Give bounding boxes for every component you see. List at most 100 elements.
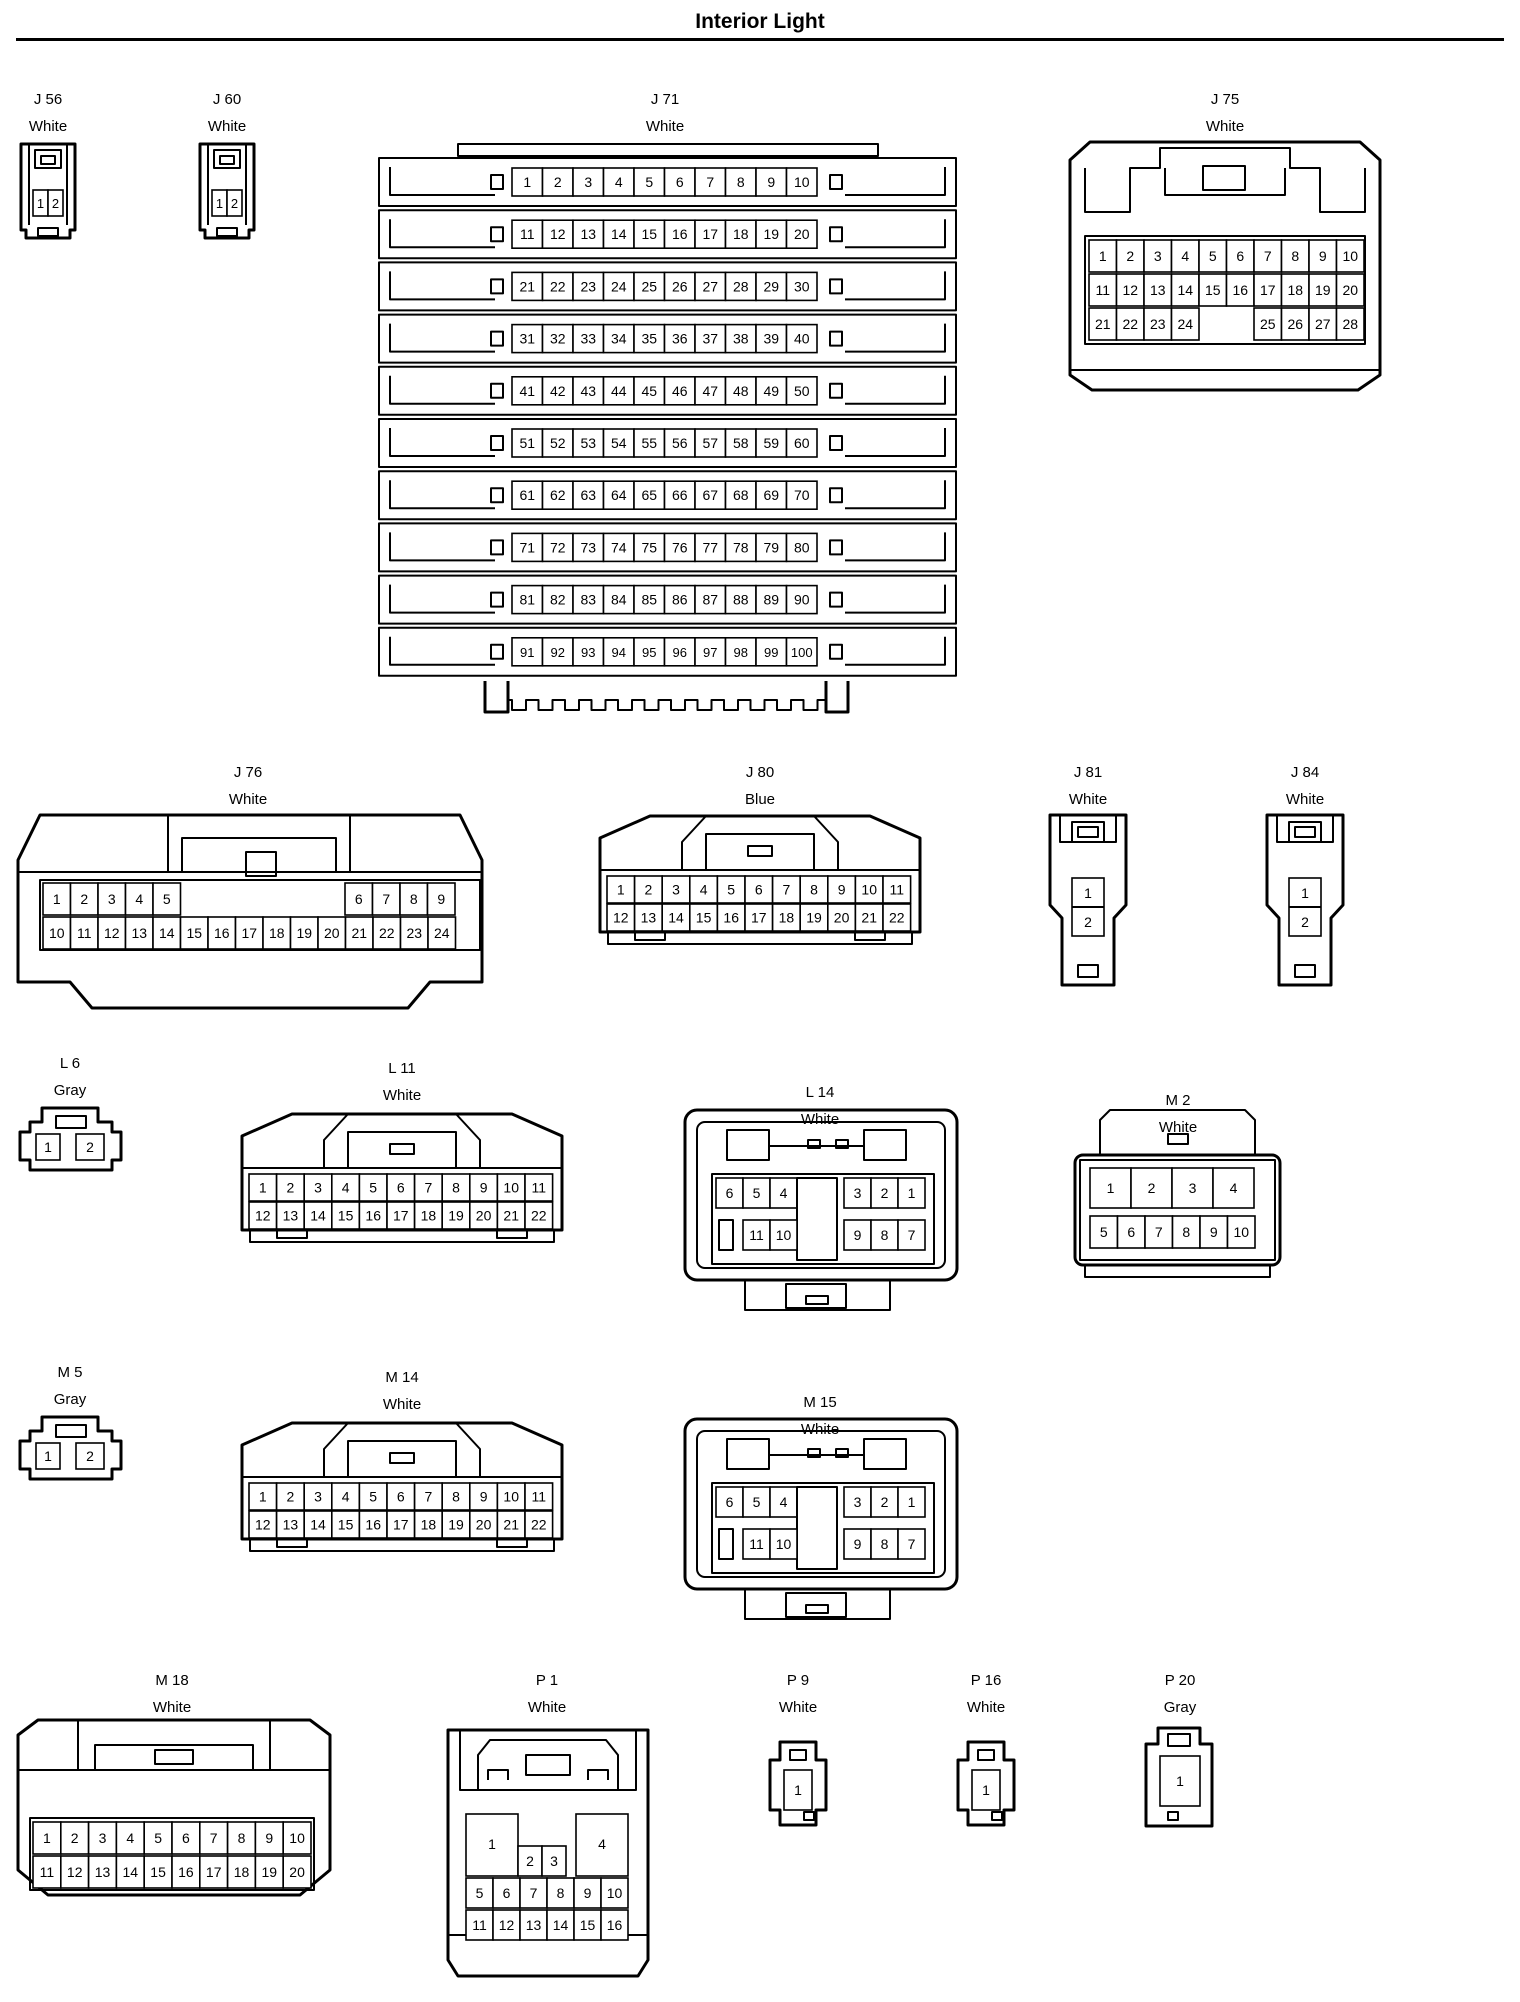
housing-part xyxy=(829,643,843,660)
pin-cell-76 xyxy=(663,532,696,563)
pin-number-22: 22 xyxy=(1122,316,1138,332)
pin-cell-72 xyxy=(541,532,574,563)
pin-number-43: 43 xyxy=(580,383,596,399)
housing-outline xyxy=(483,681,850,714)
pin-cell-9 xyxy=(426,882,456,916)
pin-number-18: 18 xyxy=(779,910,795,926)
pin-number-22: 22 xyxy=(531,1208,547,1224)
pin-number-16: 16 xyxy=(1232,282,1248,298)
housing-part xyxy=(829,278,843,295)
pin-number-38: 38 xyxy=(733,331,749,347)
pin-number-5: 5 xyxy=(753,1185,761,1201)
pin-cell-11 xyxy=(465,1909,494,1941)
pin-number-1: 1 xyxy=(908,1494,916,1510)
housing-outline xyxy=(240,1421,564,1541)
housing-part xyxy=(55,1424,87,1438)
pin-number-14: 14 xyxy=(611,226,627,242)
pin-number-15: 15 xyxy=(186,925,202,941)
housing-part xyxy=(276,1538,308,1548)
pin-number-10: 10 xyxy=(289,1830,305,1846)
housing-outline xyxy=(744,1280,891,1311)
pin-cell-33 xyxy=(572,323,605,354)
pin-cell-77 xyxy=(694,532,727,563)
pin-cell-29 xyxy=(755,271,788,302)
pin-number-15: 15 xyxy=(150,1864,166,1880)
housing-part xyxy=(496,1229,528,1239)
pin-number-19: 19 xyxy=(262,1864,278,1880)
housing-outline xyxy=(198,142,256,240)
pin-cell-13 xyxy=(519,1909,548,1941)
pin-number-68: 68 xyxy=(733,487,749,503)
pin-number-9: 9 xyxy=(1319,248,1327,264)
pin-cell-7 xyxy=(897,1528,926,1560)
housing-part xyxy=(785,1283,847,1309)
pin-cell-21 xyxy=(1088,307,1118,341)
pin-cell-9 xyxy=(468,1482,499,1511)
pin-number-11: 11 xyxy=(890,882,905,898)
pin-number-13: 13 xyxy=(1150,282,1166,298)
pin-number-91: 91 xyxy=(520,645,534,660)
pin-number-12: 12 xyxy=(255,1208,271,1224)
housing-part xyxy=(1167,1133,1189,1145)
pin-cell-10 xyxy=(1226,1215,1256,1249)
pin-cell-18 xyxy=(724,219,757,249)
housing-part xyxy=(47,189,64,217)
pin-number-69: 69 xyxy=(763,487,779,503)
pin-number-11: 11 xyxy=(1095,282,1110,298)
pin-cell-10 xyxy=(496,1482,526,1511)
pin-cell-90 xyxy=(785,584,818,615)
housing-outline xyxy=(845,219,946,249)
housing-outline xyxy=(487,1769,609,1780)
pin-cell-24 xyxy=(602,271,635,302)
pin-cell-24 xyxy=(427,916,457,950)
pin-cell-11 xyxy=(524,1482,554,1511)
pin-number-29: 29 xyxy=(763,278,779,294)
housing-part xyxy=(1159,1755,1201,1807)
pin-cell-22 xyxy=(882,903,912,932)
pin-number-59: 59 xyxy=(763,435,779,451)
pin-number-40: 40 xyxy=(794,331,810,347)
pin-cell-7 xyxy=(1253,239,1283,273)
pin-number-5: 5 xyxy=(1100,1224,1108,1240)
connector-color-label: White xyxy=(29,118,67,135)
pin-number-16: 16 xyxy=(723,910,739,926)
housing-part xyxy=(465,1813,519,1877)
housing-outline xyxy=(1084,147,1366,213)
housing-part xyxy=(389,1452,415,1464)
pin-cell-17 xyxy=(1253,273,1283,307)
connector-color-label: Gray xyxy=(54,1391,87,1408)
housing-part xyxy=(829,226,843,243)
connector-color-label: White xyxy=(229,791,267,808)
pin-number-2: 2 xyxy=(52,196,59,211)
pin-cell-63 xyxy=(572,480,605,511)
pin-cell-11 xyxy=(511,219,544,249)
pin-number-44: 44 xyxy=(611,383,627,399)
housing-part xyxy=(829,174,843,190)
pin-number-7: 7 xyxy=(425,1180,433,1196)
pin-number-1: 1 xyxy=(44,1139,52,1155)
pin-number-34: 34 xyxy=(611,331,627,347)
connector-color-label: White xyxy=(1286,791,1324,808)
housing-outline xyxy=(477,1739,619,1790)
pin-number-12: 12 xyxy=(613,910,629,926)
pin-number-4: 4 xyxy=(780,1494,788,1510)
pin-number-10: 10 xyxy=(1342,248,1358,264)
pin-number-12: 12 xyxy=(104,925,120,941)
housing-part xyxy=(276,1229,308,1239)
pin-number-16: 16 xyxy=(365,1517,381,1533)
housing-outline xyxy=(323,1422,481,1477)
pin-number-33: 33 xyxy=(580,331,596,347)
housing-part xyxy=(490,330,504,347)
pin-number-11: 11 xyxy=(749,1536,764,1552)
pin-number-31: 31 xyxy=(519,331,535,347)
pin-cell-4 xyxy=(330,1173,361,1202)
pin-number-5: 5 xyxy=(753,1494,761,1510)
pin-cell-80 xyxy=(785,532,818,563)
housing-part xyxy=(75,1133,105,1161)
pin-number-13: 13 xyxy=(580,226,596,242)
pin-cell-19 xyxy=(289,916,319,950)
pin-cell-26 xyxy=(663,271,696,302)
